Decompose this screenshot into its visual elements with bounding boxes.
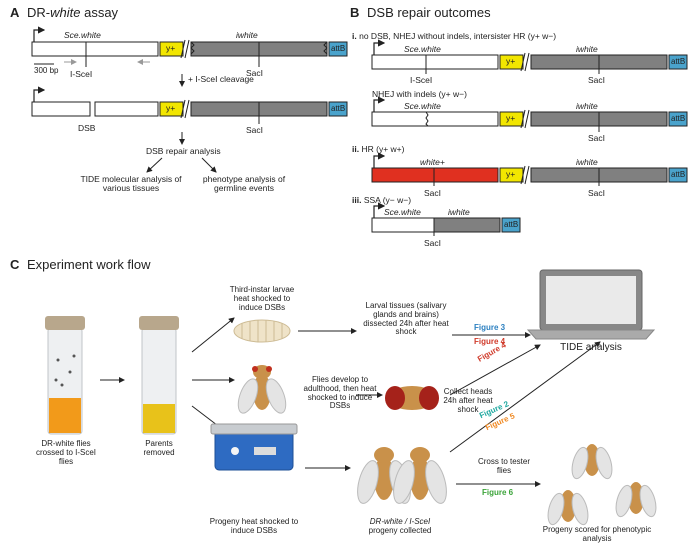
larva-icon [233,319,291,343]
progeny-collected-line-2: progeny collected [368,525,432,535]
parents-removed-label: Parents removed [143,439,175,457]
panel-a-construct-1 [31,26,348,67]
panel-b-construct-iii [371,202,521,236]
sce-white-label-b1: Sce.white [404,44,441,54]
panel-b-title: B DSB repair outcomes [350,5,491,20]
laptop-icon [526,269,656,340]
iwhite-label-b3: iwhite [576,157,598,167]
attb-label-b4: attB [504,220,519,229]
panel-a-title-post: assay [80,5,119,20]
panel-a-title-italic: white [50,5,81,20]
panel-c-title: C Experiment work flow [10,257,151,272]
progeny-heat-label: Progeny heat shocked to induce DSBs [209,517,299,535]
outcome-iii-text: SSA (y− w−) [363,195,412,205]
iwhite-label-a: iwhite [236,30,258,40]
saci-label-b1: SacI [588,75,606,85]
iwhite-label-b2: iwhite [576,101,598,111]
panel-a-title-pre: DR- [27,5,51,20]
attb-label-b1: attB [671,57,686,66]
scored-flies-icon [547,444,657,526]
larval-tissues-label: Larval tissues (salivary glands and brai… [363,301,449,337]
saci-label-a2: SacI [246,125,264,135]
progeny-scored-label: Progeny scored for phenotypic analysis [542,525,652,543]
panel-b-title-text: DSB repair outcomes [367,5,491,20]
yplus-label-a2: y+ [166,103,176,113]
outcome-iii: iii. SSA (y− w−) [352,195,412,205]
drwhite-line-2: crossed to I-SceI [35,447,97,457]
attb-label-a2: attB [331,104,346,113]
saci-label-b4: SacI [588,188,606,198]
sce-white-label-b3: Sce.white [384,207,421,217]
flies-develop-label: Flies develop to adulthood, then heat sh… [303,375,377,411]
progeny-collected-line-1: DR-white / I-SceI [369,517,431,526]
larvae-label: Third-instar larvae heat shocked to indu… [229,285,295,312]
outcome-ii-num: ii. [352,144,360,154]
yplus-label-b3: y+ [506,169,516,179]
outcome-i: i. no DSB, NHEJ without indels, intersis… [352,31,557,41]
panel-b-construct-nhej [371,96,688,132]
outcome-ii-text: HR (y+ w+) [361,144,405,154]
panel-b-construct-i [371,39,688,74]
saci-label-a1: SacI [246,68,264,78]
iscei-label-a: I-SceI [70,69,93,79]
repair-analysis-label: DSB repair analysis [146,146,221,156]
attb-label-b2: attB [671,114,686,123]
adult-fly-icon [237,365,287,414]
tide-analysis-label: TIDE molecular analysis of various tissu… [80,174,182,194]
outcome-i-text: no DSB, NHEJ without indels, intersister… [359,31,557,41]
sce-white-label-a: Sce.white [64,30,101,40]
outcome-nhej-text: NHEJ with indels (y+ w−) [372,89,467,99]
progeny-flies-icon [357,447,447,504]
water-bath-icon [210,423,298,471]
yplus-label-a1: y+ [166,43,176,53]
scale-bar-label: 300 bp [34,66,59,75]
panel-b-letter: B [350,5,360,20]
outcome-i-num: i. [352,31,357,41]
iwhite-label-b1: iwhite [576,44,598,54]
outcome-iii-num: iii. [352,195,362,205]
panel-a-letter: A [10,5,20,20]
sce-white-label-b2: Sce.white [404,101,441,111]
attb-label-a1: attB [331,44,346,53]
outcome-ii: ii. HR (y+ w+) [352,144,405,154]
saci-label-b5: SacI [424,238,442,248]
fly-head-icon [385,386,439,410]
panel-a-title: A DR-white assay [10,5,119,20]
figure-3-label: Figure 3 [474,323,506,332]
vial-1-icon [45,316,85,435]
panel-c-letter: C [10,257,20,272]
yplus-label-b1: y+ [506,56,516,66]
figure-4-label-a: Figure 4 [474,337,506,346]
panel-c-title-text: Experiment work flow [27,257,151,272]
panel-a-construct-2 [31,86,348,124]
drwhite-line-1: DR-white flies [41,439,91,448]
figure-6-label: Figure 6 [482,488,514,497]
drwhite-cross-label: DR-white flies crossed to I-SceI flies [26,439,106,466]
cross-tester-label: Cross to tester flies [477,457,530,475]
white-plus-label: white+ [420,157,445,167]
panel-b-construct-ii [371,152,688,186]
phenotype-analysis-label: phenotype analysis of germline events [202,174,286,194]
dsb-label: DSB [78,123,96,133]
saci-label-b2: SacI [588,133,606,143]
drwhite-line-3: flies [58,456,74,466]
iscei-label-b: I-SceI [410,75,433,85]
yplus-label-b2: y+ [506,113,516,123]
collect-heads-label: Collect heads 24h after heat shock [443,387,493,414]
iwhite-label-b4: iwhite [448,207,470,217]
saci-label-b3: SacI [424,188,442,198]
progeny-collected-label: DR-white / I-SceI progeny collected [352,517,448,536]
attb-label-b3: attB [671,170,686,179]
cleavage-label: + I-SceI cleavage [188,74,254,84]
tide-analysis-result: TIDE analysis [560,342,622,353]
vial-2-icon [139,316,179,435]
